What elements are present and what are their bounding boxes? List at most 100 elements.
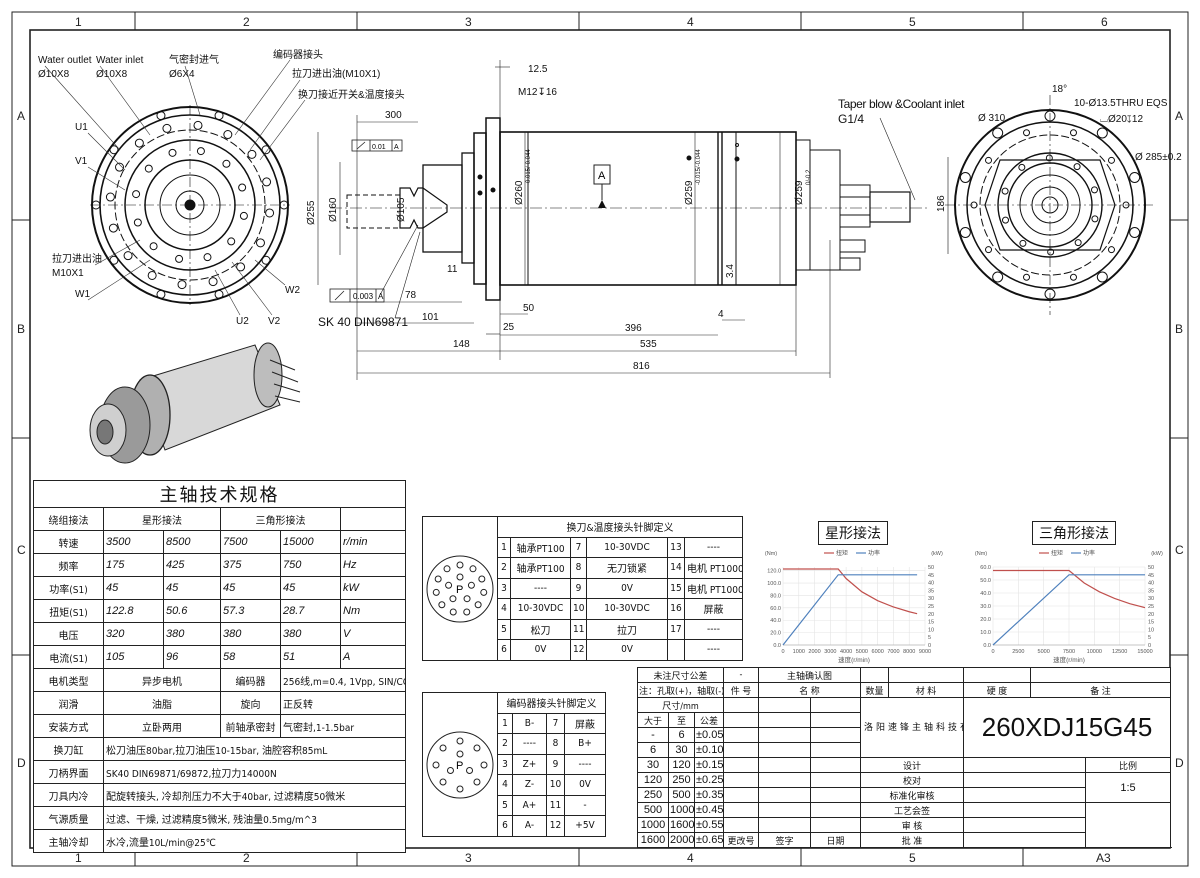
spec-cell: 45 (280, 576, 341, 600)
bolt-hole (1044, 288, 1056, 300)
revision-cell (810, 802, 862, 818)
bolt-hole (1023, 129, 1031, 137)
tolerance-cell: ±0.55 (693, 817, 725, 833)
spec-cell: 过滤、干燥, 过滤精度5微米, 残油量0.5mg/m^3 (102, 806, 407, 830)
pin-function: 轴承PT100 (510, 536, 571, 558)
col-material: 材 料 (888, 682, 965, 698)
dim-101: 101 (422, 312, 439, 323)
zone-row-c-r: C (1175, 543, 1184, 557)
spec-cell: 8500 (163, 530, 221, 554)
zone-row-b-r: B (1175, 322, 1183, 336)
connector-pin (456, 785, 464, 793)
tolerance-cell: 120 (668, 757, 695, 773)
pin-number: 3 (497, 753, 513, 775)
pin-number: 11 (570, 618, 587, 640)
spec-cell: 45 (103, 576, 164, 600)
bolt-hole (214, 111, 224, 121)
y2-tick-label: 15 (928, 620, 934, 626)
tolerance-note: 注：孔取(+)，轴取(-) (636, 682, 725, 698)
tolerance-cell: 250 (637, 787, 669, 803)
connector-p-mark: P (456, 760, 463, 772)
y-tick-label: 100.0 (767, 581, 781, 587)
encoder-connector-label: 编码器接头 (273, 48, 323, 61)
tolerance-cell: 1000 (668, 802, 695, 818)
revision-cell (758, 787, 812, 803)
spec-cell: 异步电机 (103, 668, 221, 692)
y-tick-label: 80.0 (770, 593, 781, 599)
y-tick-label: 60.0 (980, 565, 991, 571)
x-tick-label: 2500 (1012, 649, 1024, 655)
bolt-hole (279, 200, 289, 210)
spec-cell: 转速 (33, 530, 104, 554)
pin-number: 12 (546, 815, 565, 837)
connector-pin (480, 761, 488, 769)
pin-function: ---- (564, 753, 606, 775)
pin-number: 5 (497, 794, 513, 816)
connector-pin (456, 561, 464, 569)
spec-cell: 58 (220, 645, 281, 669)
dia-160: Ø160 (328, 197, 339, 222)
zone-row-a-r: A (1175, 109, 1183, 123)
tolerance-cell: ±0.45 (693, 802, 725, 818)
pin-function: 0V (510, 639, 571, 661)
x-tick-label: 1000 (793, 649, 805, 655)
spec-row: 主轴冷却水冷,流量10L/min@25℃ (33, 829, 407, 853)
tolerance-cell: ±0.15 (693, 757, 725, 773)
zone-col-5b: 5 (909, 851, 916, 865)
bolt-hole (1002, 216, 1010, 224)
connector-pin (445, 581, 453, 589)
connector-pin (449, 595, 457, 603)
connector-pin (466, 767, 474, 774)
legend-label: 扭矩 (1051, 549, 1063, 557)
connector-pin (439, 778, 447, 786)
tolerance-cell: 1600 (668, 817, 695, 833)
chart-title-delta: 三角形接法 (1032, 521, 1116, 545)
front-view-labels: Water outlet Ø10X8 Water inlet Ø10X8 气密封… (38, 48, 405, 327)
pin-number: 7 (570, 536, 587, 558)
bolt-hole (1073, 163, 1081, 171)
pin-function: 屏蔽 (564, 712, 606, 734)
connector-pin (480, 588, 488, 596)
pin-number: 11 (546, 794, 565, 816)
angle-18: 18° (1052, 84, 1067, 95)
spec-cell: 175 (103, 553, 164, 577)
connector-pin (467, 581, 475, 589)
tolerance-title: 未注尺寸公差 (636, 667, 725, 683)
revision-header: 更改号 (723, 832, 760, 848)
spec-cell: 扭矩(S1) (33, 599, 104, 623)
v2-label: V2 (268, 316, 281, 327)
connector-pin (446, 767, 454, 774)
pin-number: 10 (570, 598, 587, 620)
bolt-hole (1001, 187, 1009, 195)
bolt-hole (236, 262, 246, 272)
zone-col-5: 5 (909, 15, 916, 29)
front-view-leaders (44, 59, 306, 316)
thread-m12: M12↧16 (518, 87, 557, 98)
zone-col-2: 2 (243, 15, 250, 29)
spec-cell: 28.7 (280, 599, 341, 623)
dia-260: Ø260 (514, 180, 525, 205)
spec-cell: 425 (163, 553, 221, 577)
spec-cell: 配旋转接头, 冷却剂压力不大于40bar, 过滤精度50微米 (102, 783, 407, 807)
bolt-hole (985, 156, 993, 164)
pin-number: 6 (497, 815, 513, 837)
runout-tolerance-1: 0.01 (372, 144, 386, 151)
pin-number: 8 (546, 733, 565, 755)
pin-function: 电机 PT1000 (684, 557, 743, 579)
spec-header: 绕组接法 (33, 507, 104, 531)
tolerance-cell: ±0.05 (693, 727, 725, 743)
zone-col-1: 1 (75, 15, 82, 29)
y2-tick-label: 30 (1148, 596, 1154, 602)
y-tick-label: 30.0 (980, 604, 991, 610)
spec-cell: 3500 (103, 530, 164, 554)
y2-tick-label: 40 (928, 581, 934, 587)
revision-cell (810, 817, 862, 833)
drawing-dash: - (723, 667, 760, 683)
water-outlet-size: Ø10X8 (38, 69, 70, 80)
y2-tick-label: 45 (1148, 573, 1154, 579)
pin-function: ---- (684, 618, 743, 640)
pin-number: 9 (546, 753, 565, 775)
